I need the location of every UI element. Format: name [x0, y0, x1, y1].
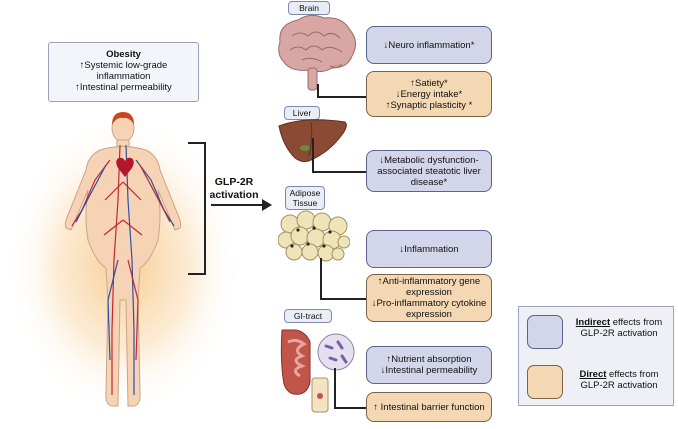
- organ-label-brain: Brain: [288, 1, 330, 15]
- liver-connector-horizontal: [312, 171, 366, 173]
- legend-direct-rest: effects from GLP-2R activation: [580, 369, 659, 391]
- organ-label-liver: Liver: [284, 106, 320, 120]
- brain-connector-vertical: [317, 84, 319, 97]
- liver-indirect-effects: ↓Metabolic dysfunction- associated steat…: [366, 150, 492, 192]
- brain-direct-effects: ↑Satiety* ↓Energy intake* ↑Synaptic plas…: [366, 71, 492, 117]
- adipose-illustration: [278, 210, 350, 262]
- glp2r-activation-label: GLP-2R activation: [209, 176, 259, 201]
- gi-connector-vertical: [334, 368, 336, 408]
- brain-illustration: [278, 14, 356, 91]
- legend-direct-swatch: [527, 365, 563, 399]
- activation-arrow-shaft: [211, 204, 265, 206]
- bracket-vertical: [204, 142, 206, 275]
- bracket-top: [188, 142, 205, 144]
- obesity-title: Obesity: [106, 49, 141, 60]
- gi-tract-illustration: [280, 329, 355, 413]
- legend-direct-text: Direct effects from GLP-2R activation: [567, 369, 671, 391]
- human-body-figure: [6, 112, 242, 415]
- brain-connector-horizontal: [317, 96, 366, 98]
- adipose-connector-horizontal: [320, 298, 366, 300]
- liver-connector-vertical: [312, 138, 314, 172]
- adipose-connector-vertical: [320, 258, 322, 299]
- adipose-indirect-effects: ↓Inflammation: [366, 230, 492, 268]
- organ-label-adipose: Adipose Tissue: [285, 186, 325, 210]
- gi-direct-effects: ↑ Intestinal barrier function: [366, 392, 492, 422]
- legend-indirect-bold: Indirect: [575, 317, 611, 328]
- organ-label-gi: GI-tract: [284, 309, 332, 323]
- legend-indirect-text: Indirect effects from GLP-2R activation: [567, 317, 671, 339]
- legend: Indirect effects from GLP-2R activation …: [518, 306, 674, 406]
- brain-indirect-effects: ↓Neuro inflammation*: [366, 26, 492, 64]
- gi-indirect-effects: ↑Nutrient absorption ↓Intestinal permeab…: [366, 346, 492, 384]
- obesity-effects: ↑Systemic low-grade inflammation ↑Intest…: [75, 60, 172, 93]
- bracket-bottom: [188, 273, 205, 275]
- obesity-box: Obesity ↑Systemic low-grade inflammation…: [48, 42, 199, 102]
- legend-indirect-swatch: [527, 315, 563, 349]
- legend-direct-bold: Direct: [579, 369, 607, 380]
- legend-indirect-rest: effects from GLP-2R activation: [580, 317, 663, 339]
- gi-connector-horizontal: [334, 407, 366, 409]
- activation-arrow-head: [262, 199, 272, 211]
- adipose-direct-effects: ↑Anti-inflammatory gene expression ↓Pro-…: [366, 274, 492, 322]
